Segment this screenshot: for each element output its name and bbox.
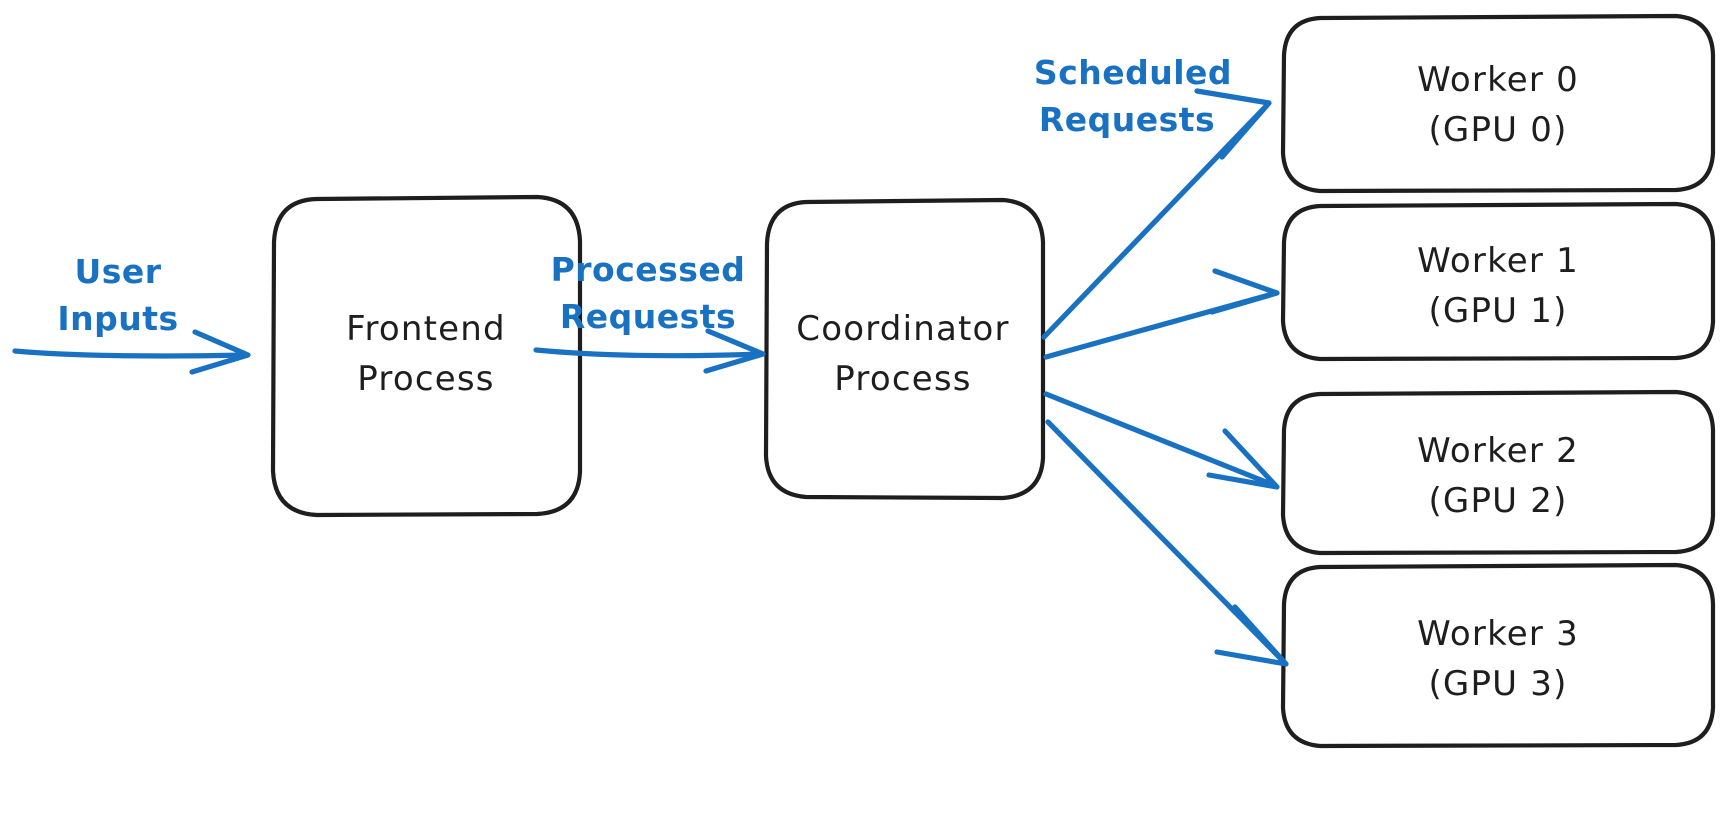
node-frontend-process[interactable]: Frontend Process [270,194,583,518]
worker-2-box[interactable] [1280,389,1716,556]
worker-3-box[interactable] [1280,562,1716,749]
worker-1-label-line1: Worker 1 [1417,241,1579,281]
coordinator-process-label-line1: Coordinator [796,309,1009,349]
node-worker-1[interactable]: Worker 1 (GPU 1) [1280,201,1716,362]
arrow-coordinator-to-worker-0 [1041,88,1272,340]
node-worker-3[interactable]: Worker 3 (GPU 3) [1280,562,1716,749]
arrow-coordinator-to-worker-2-line [1043,391,1279,489]
arrow-processed-requests-line [533,347,765,359]
arrow-processed-requests [533,328,766,374]
node-coordinator-process[interactable]: Coordinator Process [763,197,1046,501]
worker-2-label-line1: Worker 2 [1417,431,1579,471]
arrow-processed-requests-head [703,328,766,374]
processed-requests-label-line2: Requests [560,297,736,336]
arrow-coordinator-to-worker-3 [1045,419,1289,667]
arrow-coordinator-to-worker-2 [1043,391,1280,490]
coordinator-process-label-line2: Process [834,359,971,399]
worker-3-label-line1: Worker 3 [1417,614,1579,654]
worker-0-box[interactable] [1280,13,1716,194]
label-scheduled-requests: Scheduled Requests [1034,53,1232,139]
frontend-process-label-line2: Process [357,359,494,399]
arrow-coordinator-to-worker-3-head [1214,604,1289,667]
worker-2-label-line2: (GPU 2) [1428,481,1567,521]
arrow-user-inputs [12,329,251,375]
user-inputs-label-line1: User [74,252,161,291]
arrow-coordinator-to-worker-3-line [1045,419,1288,666]
worker-1-label-line2: (GPU 1) [1428,291,1567,331]
worker-0-label-line1: Worker 0 [1417,60,1579,100]
arrow-coordinator-to-worker-1-head [1209,268,1280,315]
label-user-inputs: User Inputs [57,252,178,338]
worker-0-label-line2: (GPU 0) [1428,110,1567,150]
arrow-user-inputs-line [12,348,250,359]
node-worker-2[interactable]: Worker 2 (GPU 2) [1280,389,1716,556]
node-worker-0[interactable]: Worker 0 (GPU 0) [1280,13,1716,194]
scheduled-requests-label-line1: Scheduled [1034,53,1232,92]
worker-1-box[interactable] [1280,201,1716,362]
coordinator-process-box[interactable] [763,197,1046,501]
arrow-coordinator-to-worker-0-head [1194,88,1272,160]
frontend-process-label-line1: Frontend [346,309,506,349]
worker-3-label-line2: (GPU 3) [1428,664,1567,704]
frontend-process-box[interactable] [270,194,583,518]
label-processed-requests: Processed Requests [551,250,746,336]
arrow-user-inputs-head [189,329,251,375]
arrow-coordinator-to-worker-0-line [1041,101,1271,340]
arrow-coordinator-to-worker-1 [1043,268,1280,360]
processed-requests-label-line1: Processed [551,250,746,289]
arrow-coordinator-to-worker-2-head [1206,428,1280,490]
scheduled-requests-label-line2: Requests [1039,100,1215,139]
user-inputs-label-line2: Inputs [57,299,178,338]
